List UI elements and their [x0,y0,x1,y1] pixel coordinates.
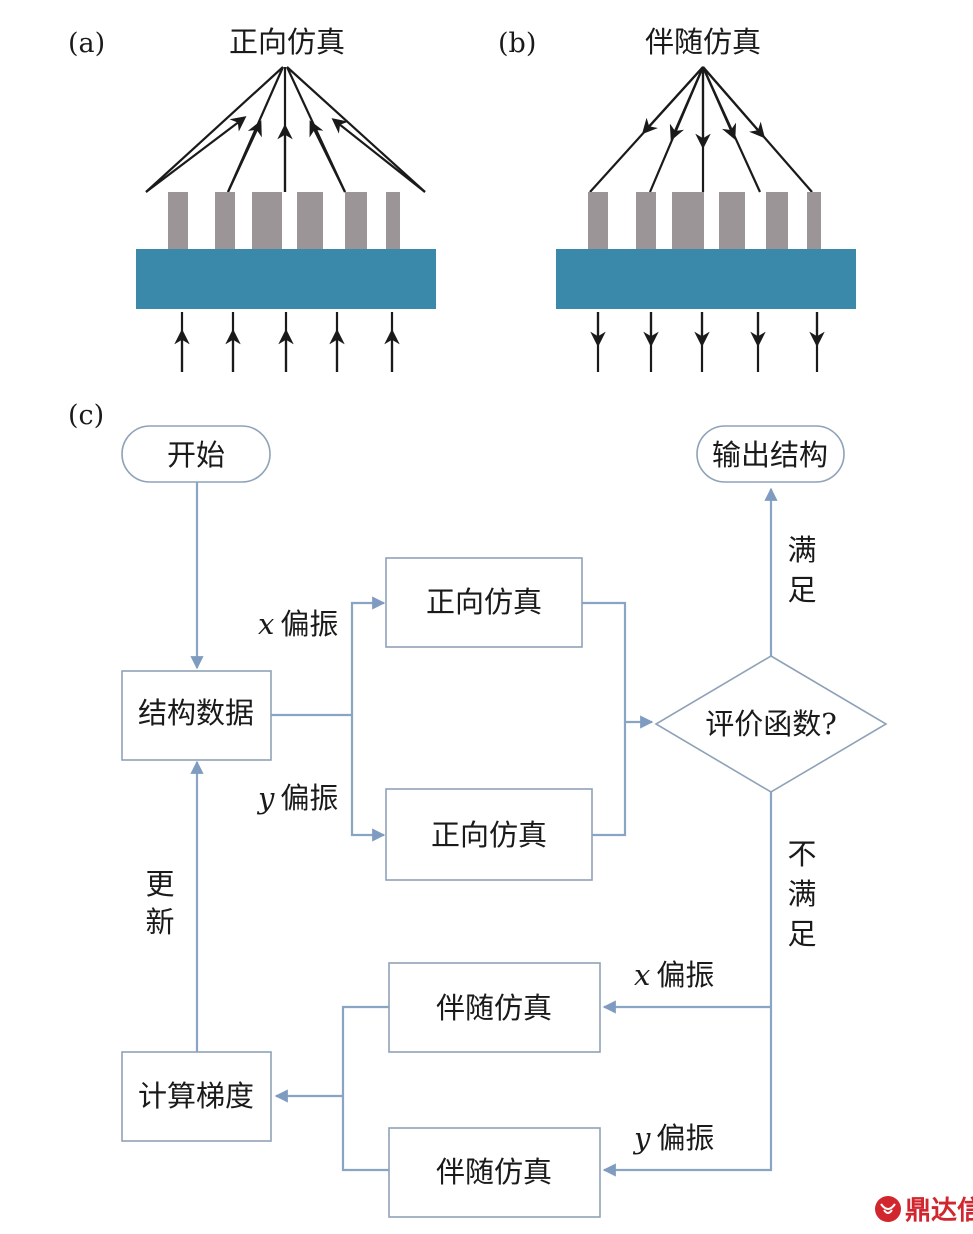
structure-data-box [121,670,272,761]
connector-adjoint-merge [341,1005,389,1172]
node-adjoint-x: 伴随仿真 [388,962,601,1053]
node-structure-data: 结构数据 [121,670,272,761]
node-forward-x: 正向仿真 [385,557,583,648]
pillar [672,192,704,250]
pillar [297,192,323,250]
pillar [215,192,235,250]
pillar [719,192,745,250]
ray-b1-arrow [641,66,704,135]
substrate [136,249,436,309]
evaluate-diamond [654,655,888,793]
panel-a-title: 正向仿真 [229,25,345,59]
label-update-1: 更 [145,867,174,901]
ray-a2-arrow [227,120,262,193]
node-forward-y: 正向仿真 [385,788,593,881]
forward-y-label: 正向仿真 [431,818,547,852]
label-not-satisfied-2: 满 [787,877,816,911]
evaluate-label: 评价函数? [705,707,837,741]
flow-connectors [190,481,778,1177]
connector-eval-to-adjoint-y [602,792,773,1177]
pillar [345,192,367,250]
x-var: x [258,607,274,641]
panel-a-incident [174,312,400,372]
forward-x-box [385,557,583,648]
panel-b-metasurface [556,192,856,309]
panel-b-rays [589,66,813,193]
node-adjoint-y: 伴随仿真 [388,1127,601,1218]
label-not-satisfied-3: 足 [787,917,816,951]
label-satisfied-1: 满 [787,533,816,567]
pillar [636,192,656,250]
start-terminal [121,425,271,483]
connector-forward-y-to-eval [592,722,627,837]
pol-text: 偏振 [280,781,338,815]
ray-b5-arrow [702,66,766,139]
adjoint-x-box [388,962,601,1053]
pillar [168,192,188,250]
gradient-label: 计算梯度 [138,1079,254,1113]
watermark-text: 鼎达信 [905,1196,973,1226]
panel-b: (b) 伴随仿真 [498,25,856,372]
substrate [556,249,856,309]
panel-a-rays [145,66,426,193]
ray-a1 [145,66,284,193]
panel-c: (c) 开始 输出结构 结构数据 [68,400,888,1218]
panel-b-outgoing [590,312,825,372]
adjoint-y-label: 伴随仿真 [436,1155,552,1189]
node-start: 开始 [121,425,271,483]
panel-a-tag: (a) [68,28,105,59]
node-output: 输出结构 [696,425,845,483]
output-terminal [696,425,845,483]
adjoint-x-label: 伴随仿真 [436,991,552,1025]
node-gradient: 计算梯度 [121,1051,272,1142]
pillar [252,192,282,250]
label-satisfied-2: 足 [787,573,816,607]
ray-a1-arrow [145,116,247,193]
forward-x-label: 正向仿真 [426,585,542,619]
pol-text: 偏振 [656,958,714,992]
watermark-logo-mark [880,1203,896,1214]
connector-to-forward-x [350,596,386,715]
panel-a: (a) 正向仿真 [68,25,436,372]
connector-forward-x-to-eval [582,601,654,729]
gradient-box [121,1051,272,1142]
ray-a4-arrow [309,120,346,193]
pillar [807,192,821,250]
adjoint-y-box [388,1127,601,1218]
x-var: x [634,958,650,992]
pillar [766,192,788,250]
ray-a5 [286,66,426,193]
ray-b4-arrow [701,66,737,140]
y-var: y [256,781,275,815]
pillar [386,192,400,250]
node-evaluate: 评价函数? [654,655,888,793]
output-label: 输出结构 [712,438,828,472]
connector-to-forward-y [350,715,386,842]
pol-text: 偏振 [656,1121,714,1155]
panel-b-title: 伴随仿真 [645,25,761,59]
watermark: 鼎达信 [875,1196,973,1226]
pillar [588,192,608,250]
panel-a-metasurface [136,192,436,309]
ray-b2-arrow [669,66,705,141]
panel-b-tag: (b) [498,28,536,59]
panel-c-tag: (c) [68,400,104,431]
y-var: y [632,1121,651,1155]
label-update-2: 新 [145,905,174,939]
pol-text: 偏振 [280,607,338,641]
ray-a5-arrow [331,118,426,193]
label-not-satisfied-1: 不 [787,837,816,871]
structure-data-label: 结构数据 [138,696,254,730]
forward-y-box [385,788,593,881]
start-label: 开始 [167,438,225,472]
